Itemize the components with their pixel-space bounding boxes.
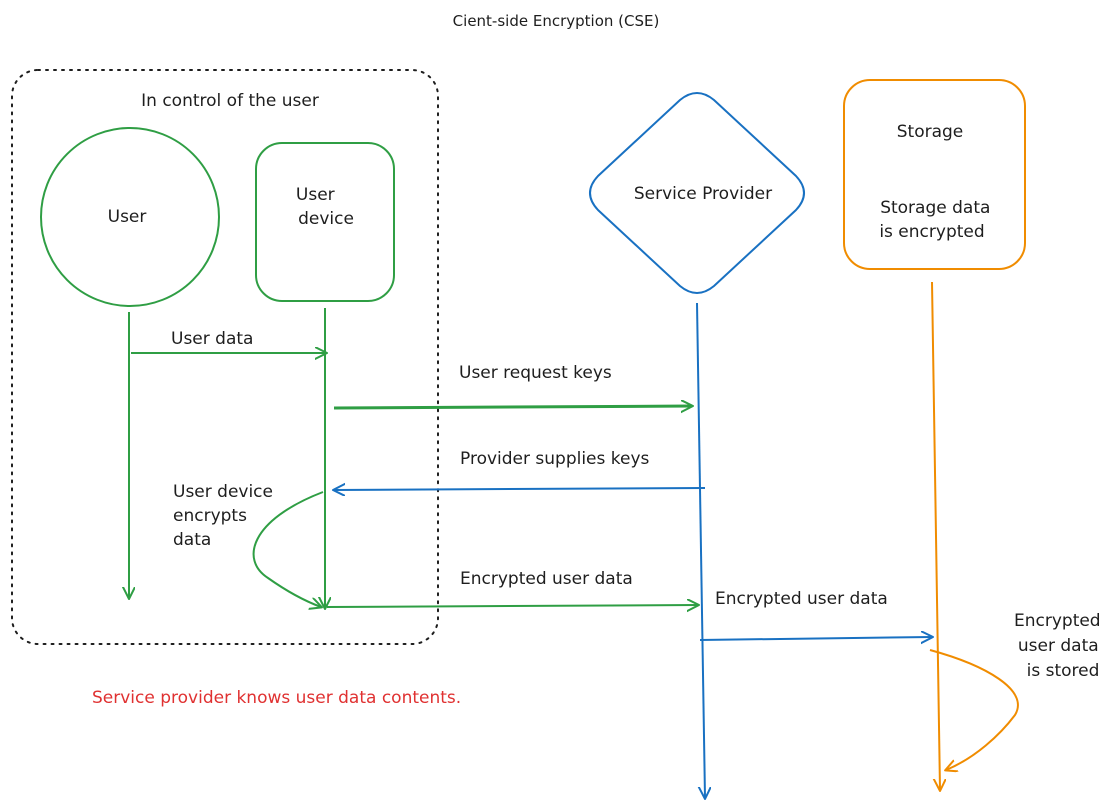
stored-label-line: Encrypted	[1014, 611, 1101, 631]
stored-label: Encrypted user data is stored	[1014, 611, 1106, 681]
diagram-title: Cient-side Encryption (CSE)	[453, 12, 660, 30]
service-provider-node	[589, 92, 805, 294]
device-encrypts-label-line: encrypts	[173, 506, 247, 526]
provider-supplies-keys-arrow	[334, 488, 706, 490]
encrypted-user-data-arrow-1	[326, 605, 698, 607]
storage-node	[843, 79, 1026, 270]
storage-lifeline	[931, 281, 940, 790]
service-provider-label: Service Provider	[634, 184, 772, 204]
device-encrypts-label-line: data	[173, 530, 211, 550]
encrypted-user-data-arrow-2	[699, 637, 932, 640]
service-provider-lifeline	[696, 302, 705, 798]
storage-note-line: Storage data	[880, 198, 990, 218]
encrypted-user-data-label-1: Encrypted user data	[460, 569, 633, 589]
device-encrypts-label-line: User device	[173, 482, 273, 502]
user-node	[40, 127, 220, 307]
stored-label-line: is stored	[1027, 661, 1100, 681]
user-device-label: User device	[296, 185, 354, 229]
user-device-label-line: User	[296, 185, 335, 205]
storage-note-line: is encrypted	[879, 222, 984, 242]
warning-note: Service provider knows user data content…	[92, 688, 461, 708]
user-device-node	[255, 142, 395, 302]
provider-supplies-keys-label: Provider supplies keys	[460, 449, 650, 469]
user-control-zone-label: In control of the user	[141, 91, 319, 111]
encrypted-user-data-label-2: Encrypted user data	[715, 589, 888, 609]
storage-label: Storage	[897, 122, 964, 142]
user-control-zone	[11, 69, 439, 645]
device-encrypts-label: User device encrypts data	[173, 482, 278, 550]
user-data-label: User data	[171, 329, 253, 349]
stored-label-line: user data	[1018, 636, 1099, 656]
device-encrypts-loop-arrow	[252, 491, 324, 607]
user-request-keys-arrow	[333, 406, 692, 408]
storage-note: Storage data is encrypted	[879, 198, 995, 242]
user-node-label: User	[108, 207, 147, 227]
user-request-keys-label: User request keys	[459, 363, 612, 383]
user-device-label-line: device	[298, 209, 354, 229]
storage-stored-loop-arrow	[929, 649, 1019, 770]
